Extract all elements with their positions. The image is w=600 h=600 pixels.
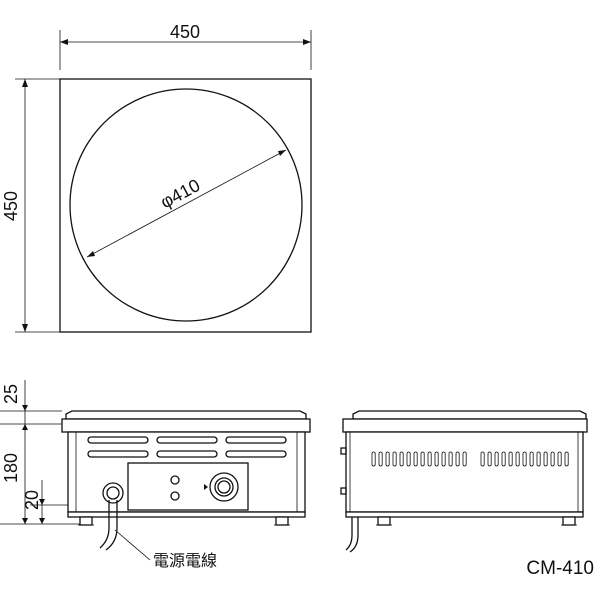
side-vent-slot [392, 451, 397, 467]
height-top-text: 25 [1, 384, 21, 404]
front-vent [156, 436, 218, 444]
side-vent-slot [378, 451, 383, 467]
side-vent-slot [371, 451, 376, 467]
width-arrow-left [60, 39, 68, 45]
side-vent-slot [522, 451, 527, 467]
depth-arrow-top [22, 79, 28, 87]
side-vent-slot [515, 451, 520, 467]
side-bracket-top [340, 447, 347, 455]
side-vent-slot [455, 451, 460, 467]
knob-pointer-icon [204, 484, 208, 490]
cord-grommet [102, 482, 124, 504]
front-foot-left [79, 516, 93, 526]
side-view [340, 410, 588, 553]
temperature-knob-center [217, 480, 231, 494]
width-dimension-text: 450 [170, 22, 200, 42]
side-vent-slot [564, 451, 569, 467]
indicator-lamp-top [170, 475, 180, 485]
side-bracket-bottom [340, 487, 347, 495]
cord-leader-line [114, 529, 151, 561]
depth-dimension-text: 450 [1, 191, 21, 221]
side-vent-slot [550, 451, 555, 467]
temperature-knob-inner [214, 477, 234, 497]
front-vent [87, 450, 149, 458]
side-vent-slot [508, 451, 513, 467]
height-foot-text: 20 [22, 490, 42, 510]
side-vent-slot [441, 451, 446, 467]
foot-arrow-bottom [39, 518, 45, 524]
side-vent-slot [557, 451, 562, 467]
side-foot-left [377, 516, 391, 526]
side-vent-slot [448, 451, 453, 467]
side-top-frame [342, 418, 588, 433]
foot-arrow-top [39, 499, 45, 505]
diameter-line [86, 149, 287, 258]
indicator-lamp-bottom [170, 491, 180, 501]
front-top-frame [61, 418, 311, 433]
side-cord-right [349, 517, 359, 553]
side-vent-slot [529, 451, 534, 467]
side-vent-slot [536, 451, 541, 467]
side-vent-slot [434, 451, 439, 467]
front-griddle-plate [65, 410, 307, 420]
side-base [345, 511, 584, 518]
width-arrow-right [303, 39, 311, 45]
power-cord-left [99, 500, 110, 549]
front-foot-right [275, 516, 289, 526]
depth-arrow-bottom [22, 324, 28, 332]
control-panel [127, 462, 249, 511]
top-view: 450 450 φ410 [1, 22, 312, 333]
side-vent-slot [385, 451, 390, 467]
side-vent-group-right [480, 451, 569, 467]
front-vent [225, 450, 287, 458]
front-view: 25 180 20 [0, 380, 311, 570]
side-vent-slot [543, 451, 548, 467]
side-vent-slot [494, 451, 499, 467]
height-arrow-2 [22, 424, 28, 430]
side-vent-slot [501, 451, 506, 467]
side-vent-slot [420, 451, 425, 467]
front-vent [225, 436, 287, 444]
side-vent-slot [480, 451, 485, 467]
front-base [67, 511, 306, 518]
model-name: CM-410 [526, 558, 594, 579]
diameter-arrow-upper [278, 150, 286, 156]
height-arrow-1 [22, 405, 28, 411]
cooking-surface-circle [69, 88, 303, 322]
side-vent-slot [462, 451, 467, 467]
top-plate-outline [59, 78, 312, 333]
power-cord-right [105, 500, 118, 551]
side-foot-right [562, 516, 576, 526]
power-cord-label: 電源電線 [153, 551, 217, 570]
side-vent-slot [427, 451, 432, 467]
side-body [345, 431, 584, 513]
side-griddle-plate [352, 410, 587, 420]
side-vent-slot [487, 451, 492, 467]
height-arrow-3 [22, 518, 28, 524]
side-vent-group-left [371, 451, 467, 467]
side-vent-slot [413, 451, 418, 467]
side-vent-slot [399, 451, 404, 467]
side-cord-left [345, 517, 353, 551]
front-vent [87, 436, 149, 444]
diameter-arrow-lower [87, 251, 95, 257]
front-vent [156, 450, 218, 458]
cord-grommet-inner [106, 486, 120, 500]
side-vent-slot [406, 451, 411, 467]
height-body-text: 180 [1, 453, 21, 483]
temperature-knob-icon [209, 472, 239, 502]
